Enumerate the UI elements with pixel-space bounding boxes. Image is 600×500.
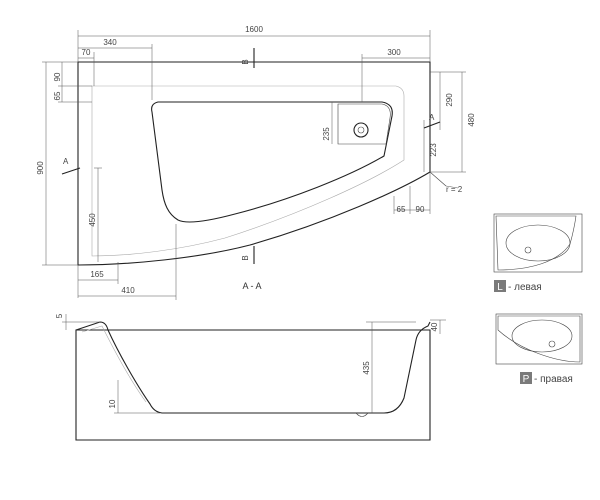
- dim-radius: r = 2: [445, 185, 463, 194]
- drain-icon: [353, 122, 369, 138]
- dim-40-label: 40: [430, 322, 439, 331]
- dim-340: 340: [78, 38, 153, 100]
- dim-10: 10: [108, 380, 160, 414]
- section-mark-a-left: A: [61, 157, 81, 175]
- drain-bump: [355, 412, 369, 417]
- dim-223: 223: [423, 120, 438, 172]
- dim-65b-label: 65: [397, 205, 406, 214]
- dim-1600: 1600: [77, 25, 431, 62]
- dim-165: 165: [77, 262, 119, 298]
- legend-right-label: - правая: [534, 374, 573, 385]
- dim-900-label: 900: [36, 161, 45, 175]
- dim-435-label: 435: [362, 361, 371, 375]
- basin-profile-inner: [81, 325, 147, 403]
- dim-90: 90: [53, 62, 92, 87]
- section-a-right-label: A: [429, 113, 435, 122]
- dim-290: 290: [430, 71, 454, 130]
- drain-box: [337, 103, 391, 145]
- dim-340-label: 340: [103, 38, 117, 47]
- dim-165-label: 165: [90, 270, 104, 279]
- dim-5: 5: [55, 313, 100, 330]
- dim-65: 65: [53, 86, 92, 103]
- dim-235-label: 235: [322, 127, 331, 141]
- dim-radius-label: r = 2: [446, 185, 463, 194]
- inner-rim: [91, 85, 405, 257]
- side-view: 5 435 10 40: [55, 313, 446, 441]
- tub-outline-top: [77, 61, 431, 266]
- dim-40: 40: [430, 319, 446, 334]
- dim-65-90-bottom: 65 90: [393, 172, 431, 214]
- section-b-bottom-label: B: [241, 255, 250, 260]
- dim-90-label: 90: [53, 72, 62, 81]
- basin-profile: [75, 321, 431, 414]
- section-b-top-label: B: [241, 59, 250, 64]
- legend-left-letter: L: [497, 282, 503, 293]
- dim-480: 480: [430, 71, 476, 173]
- section-mark-b-top: B: [241, 48, 255, 68]
- legend-right-tub: [495, 313, 583, 365]
- section-mark-b-bottom: B: [241, 246, 255, 264]
- corner-detail: [429, 171, 447, 187]
- basin-outline: [151, 101, 393, 223]
- dim-290-label: 290: [445, 93, 454, 107]
- top-view: 1600 340 70 300 900 90: [36, 25, 476, 300]
- legend-right-entry: P - правая: [520, 372, 573, 385]
- dim-300: 300: [361, 48, 430, 102]
- dim-1600-label: 1600: [245, 25, 263, 34]
- dim-223-label: 223: [429, 143, 438, 157]
- dim-10-label: 10: [108, 399, 117, 408]
- dim-65-label: 65: [53, 91, 62, 100]
- dim-300-label: 300: [387, 48, 401, 57]
- dim-235: 235: [322, 102, 333, 144]
- section-mark-a-right: A: [423, 113, 441, 129]
- legend-left-label: - левая: [508, 282, 542, 293]
- dim-5-label: 5: [55, 313, 64, 318]
- dim-435: 435: [362, 321, 416, 413]
- dim-450-label: 450: [88, 213, 97, 227]
- section-caption: A - A: [242, 281, 261, 291]
- section-a-left-label: A: [63, 157, 69, 166]
- dim-900: 900: [36, 61, 78, 266]
- dim-410: 410: [78, 224, 177, 300]
- legend-right-letter: P: [523, 374, 530, 385]
- dim-70: 70: [78, 48, 95, 86]
- legend-left-entry: L - левая: [494, 280, 542, 293]
- dim-480-label: 480: [467, 113, 476, 127]
- dim-70-label: 70: [82, 48, 91, 57]
- tub-outline-side: [75, 329, 431, 441]
- legend: L - левая P - правая: [493, 213, 583, 385]
- dim-450: 450: [88, 167, 102, 262]
- dim-410-label: 410: [121, 286, 135, 295]
- dim-90b-label: 90: [416, 205, 425, 214]
- legend-left-tub: [493, 213, 583, 273]
